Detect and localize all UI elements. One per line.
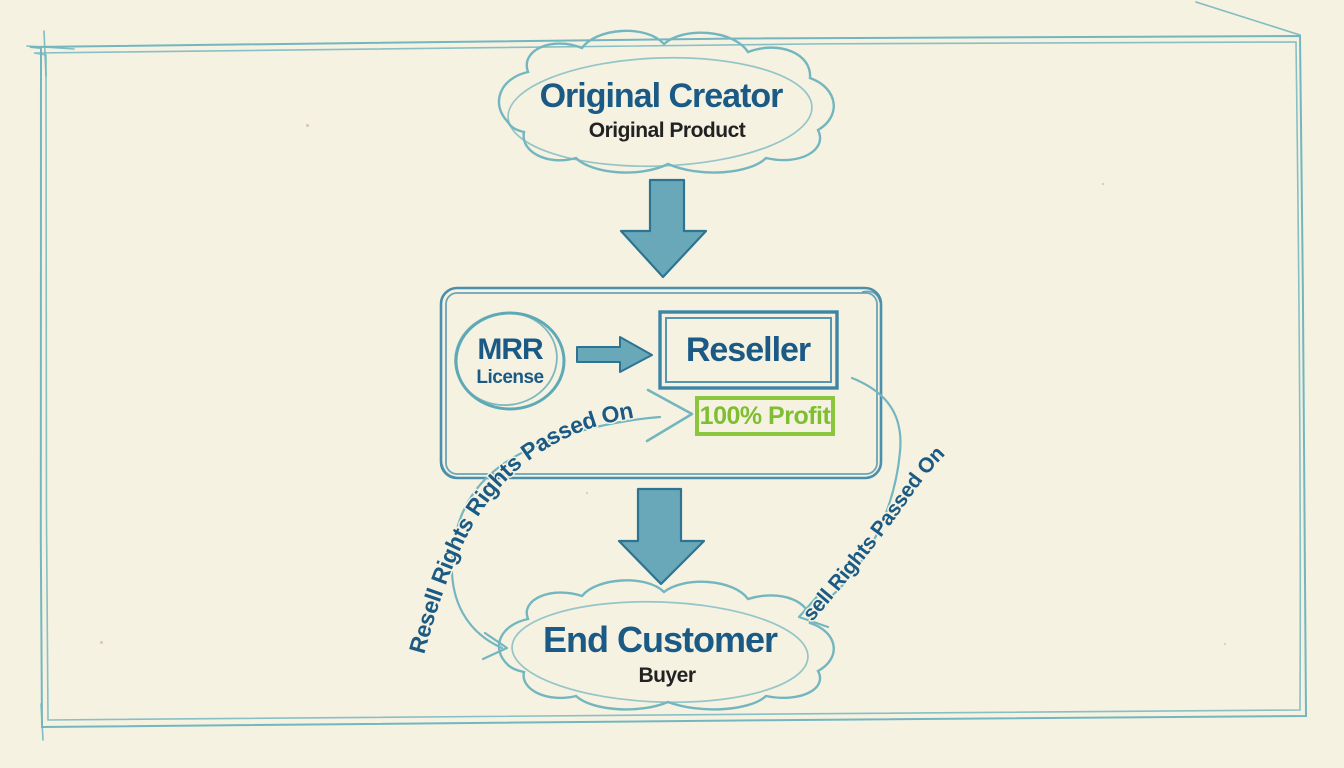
reseller-container-box — [439, 286, 883, 480]
paper-speck — [306, 124, 309, 127]
reseller-box — [658, 310, 839, 390]
end-customer-subtitle: Buyer — [638, 664, 696, 687]
right-arrow-small — [576, 336, 653, 373]
mrr-subtitle: License — [476, 367, 544, 388]
end-customer-title: End Customer — [542, 619, 778, 660]
paper-speck — [586, 492, 588, 494]
original-creator-cloud — [497, 29, 835, 174]
paper-speck — [1102, 183, 1104, 185]
right-resell-curve — [797, 376, 902, 629]
profit-label: 100% Profit — [699, 402, 831, 430]
left-resell-curve — [450, 388, 694, 661]
paper-speck — [1224, 643, 1226, 645]
paper-speck — [100, 641, 103, 644]
original-creator-subtitle: Original Product — [588, 119, 746, 142]
outer-frame — [26, 1, 1308, 741]
original-creator-title: Original Creator — [539, 77, 784, 115]
left-curve-label-text: Resell Rights Rights Passed On — [404, 397, 635, 656]
profit-box — [695, 396, 835, 436]
mrr-title: MRR — [477, 333, 543, 366]
end-customer-cloud — [497, 579, 835, 711]
reseller-label: Reseller — [685, 331, 811, 369]
down-arrow-top — [619, 178, 708, 279]
down-arrow-bottom — [617, 487, 706, 586]
mrr-license-circle — [454, 311, 566, 411]
